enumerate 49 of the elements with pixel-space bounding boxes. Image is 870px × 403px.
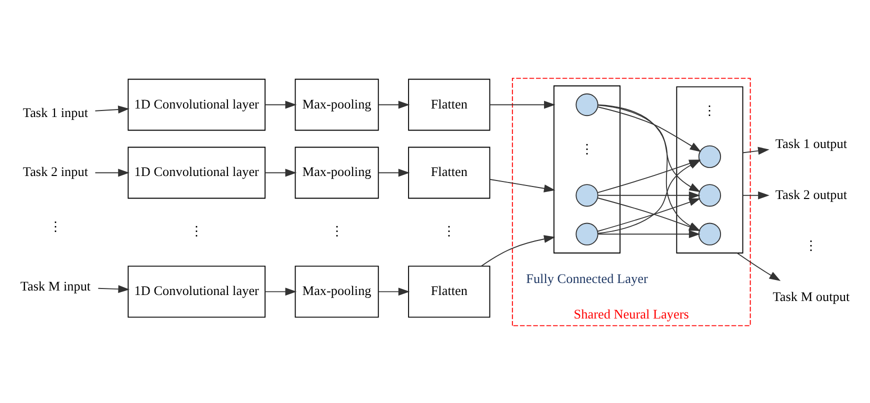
arrow bbox=[742, 146, 770, 154]
node-box: Max-pooling bbox=[294, 265, 379, 318]
node-circle bbox=[698, 144, 722, 168]
node-box: 1D Convolutional layer bbox=[128, 265, 266, 318]
node-box: Flatten bbox=[408, 265, 490, 318]
arrow bbox=[742, 190, 770, 199]
arrow bbox=[94, 105, 130, 113]
cluster bbox=[553, 84, 620, 253]
node-circle bbox=[698, 184, 722, 206]
node-text: Task M input bbox=[20, 278, 91, 293]
arrow bbox=[378, 100, 410, 108]
node-text: Task 1 input bbox=[22, 104, 88, 120]
arrow bbox=[489, 178, 556, 192]
arrow bbox=[480, 234, 556, 266]
node-circle bbox=[576, 222, 598, 245]
node-circle bbox=[576, 92, 598, 116]
arrow bbox=[378, 168, 410, 176]
label: Fully Connected Layer bbox=[526, 270, 648, 286]
node-text: Task M output bbox=[772, 288, 850, 304]
node-box: Flatten bbox=[408, 78, 490, 130]
arrow bbox=[94, 168, 130, 176]
cluster bbox=[676, 86, 744, 253]
label: ⋮ bbox=[703, 102, 716, 118]
node-circle bbox=[698, 222, 722, 245]
node-box: Flatten bbox=[408, 146, 490, 198]
label: ⋮ bbox=[48, 218, 62, 234]
arrow bbox=[598, 106, 702, 152]
arrow bbox=[489, 100, 556, 108]
label: ⋮ bbox=[442, 223, 456, 238]
node-box: Max-pooling bbox=[294, 78, 379, 130]
node-circle bbox=[576, 184, 598, 206]
node-box: Max-pooling bbox=[294, 146, 379, 198]
node-box: 1D Convolutional layer bbox=[128, 78, 266, 130]
arrow bbox=[264, 168, 297, 176]
arrow bbox=[98, 284, 130, 293]
node-text: Task 1 output bbox=[775, 135, 848, 150]
label: ⋮ bbox=[804, 237, 818, 252]
label: ⋮ bbox=[330, 223, 344, 238]
node-text: Task 2 output bbox=[775, 186, 848, 202]
arrow bbox=[378, 287, 410, 296]
arrow bbox=[264, 287, 297, 296]
node-text: Task 2 input bbox=[22, 164, 88, 179]
node-box: 1D Convolutional layer bbox=[128, 146, 266, 198]
arrow bbox=[736, 252, 781, 281]
label: ⋮ bbox=[580, 141, 594, 156]
arrow bbox=[598, 230, 700, 238]
arrow bbox=[598, 190, 700, 199]
arrow bbox=[264, 100, 297, 108]
label: ⋮ bbox=[190, 223, 204, 238]
